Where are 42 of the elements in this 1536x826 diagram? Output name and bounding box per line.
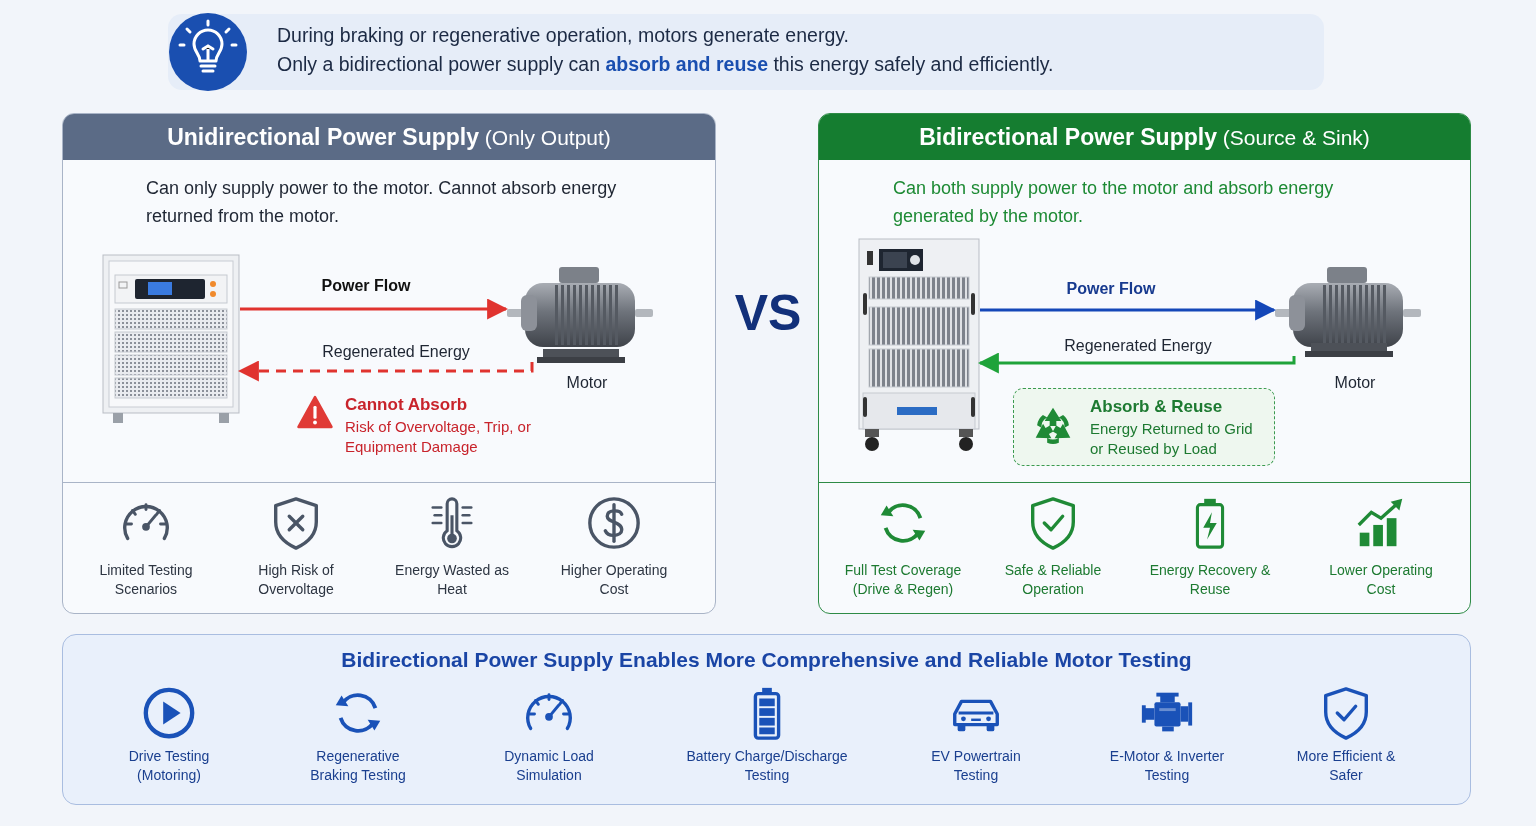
feature-label: High Risk of Overvoltage <box>257 561 335 599</box>
applications-panel <box>62 634 1471 805</box>
feature-label: Battery Charge/Discharge Testing <box>685 747 849 785</box>
feature-label: Lower Operating Cost <box>1328 561 1434 599</box>
banner-text: Only a bidirectional power supply can absorb and reuse this energy safely and efficiently. <box>277 53 1054 76</box>
feature-label: Energy Wasted as Heat <box>394 561 510 599</box>
power-supply-drawing <box>101 253 241 425</box>
panel-heading: Bidirectional Power Supply Enables More Comprehensive and Reliable Motor Testing <box>340 648 1193 672</box>
banner-text: During braking or regenerative operation, motors generate energy. <box>277 24 849 47</box>
comparison-panel <box>818 113 1471 614</box>
warning-text: Risk of Overvoltage, Trip, or Equipment Damage <box>345 417 532 457</box>
comparison-panel <box>62 113 716 614</box>
feature-label: EV Powertrain Testing <box>930 747 1022 785</box>
feature-label: Energy Recovery & Reuse <box>1148 561 1272 599</box>
panel-description: Can both supply power to the motor and absorb energy generated by the motor. <box>893 177 1335 228</box>
panel-header: Bidirectional Power Supply (Source & Sink) <box>819 114 1470 160</box>
motor-caption: Motor <box>1333 374 1377 392</box>
warning-title: Cannot Absorb <box>345 395 469 415</box>
feature-label: Full Test Coverage (Drive & Regen) <box>843 561 963 599</box>
power-supply-drawing <box>857 237 981 453</box>
feature-label: Regenerative Braking Testing <box>309 747 407 785</box>
feature-label: Drive Testing (Motoring) <box>127 747 211 785</box>
feature-label: Higher Operating Cost <box>559 561 669 599</box>
panel-description: Can only supply power to the motor. Cannot absorb energy returned from the motor. <box>146 177 618 228</box>
feature-label: Dynamic Load Simulation <box>503 747 595 785</box>
feature-label: Limited Testing Scenarios <box>98 561 194 599</box>
motor-drawing <box>1275 265 1421 357</box>
dashed-arrow <box>237 360 534 382</box>
feature-label: E-Motor & Inverter Testing <box>1108 747 1226 785</box>
callout-box <box>1013 388 1275 466</box>
arrow <box>240 298 509 320</box>
callout-title: Absorb & Reuse <box>1090 397 1223 417</box>
panel-header: Unidirectional Power Supply (Only Output) <box>63 114 715 160</box>
feature-label: Safe & Reliable Operation <box>1003 561 1103 599</box>
motor-drawing <box>507 265 653 363</box>
arrow <box>977 352 1296 374</box>
feature-label: More Efficient & Safer <box>1295 747 1397 785</box>
callout-text: Energy Returned to Grid or Reused by Load <box>1090 419 1254 459</box>
vs-text: VS <box>733 284 803 343</box>
info-banner <box>168 14 1324 90</box>
motor-caption: Motor <box>565 374 609 392</box>
arrow <box>980 299 1277 321</box>
